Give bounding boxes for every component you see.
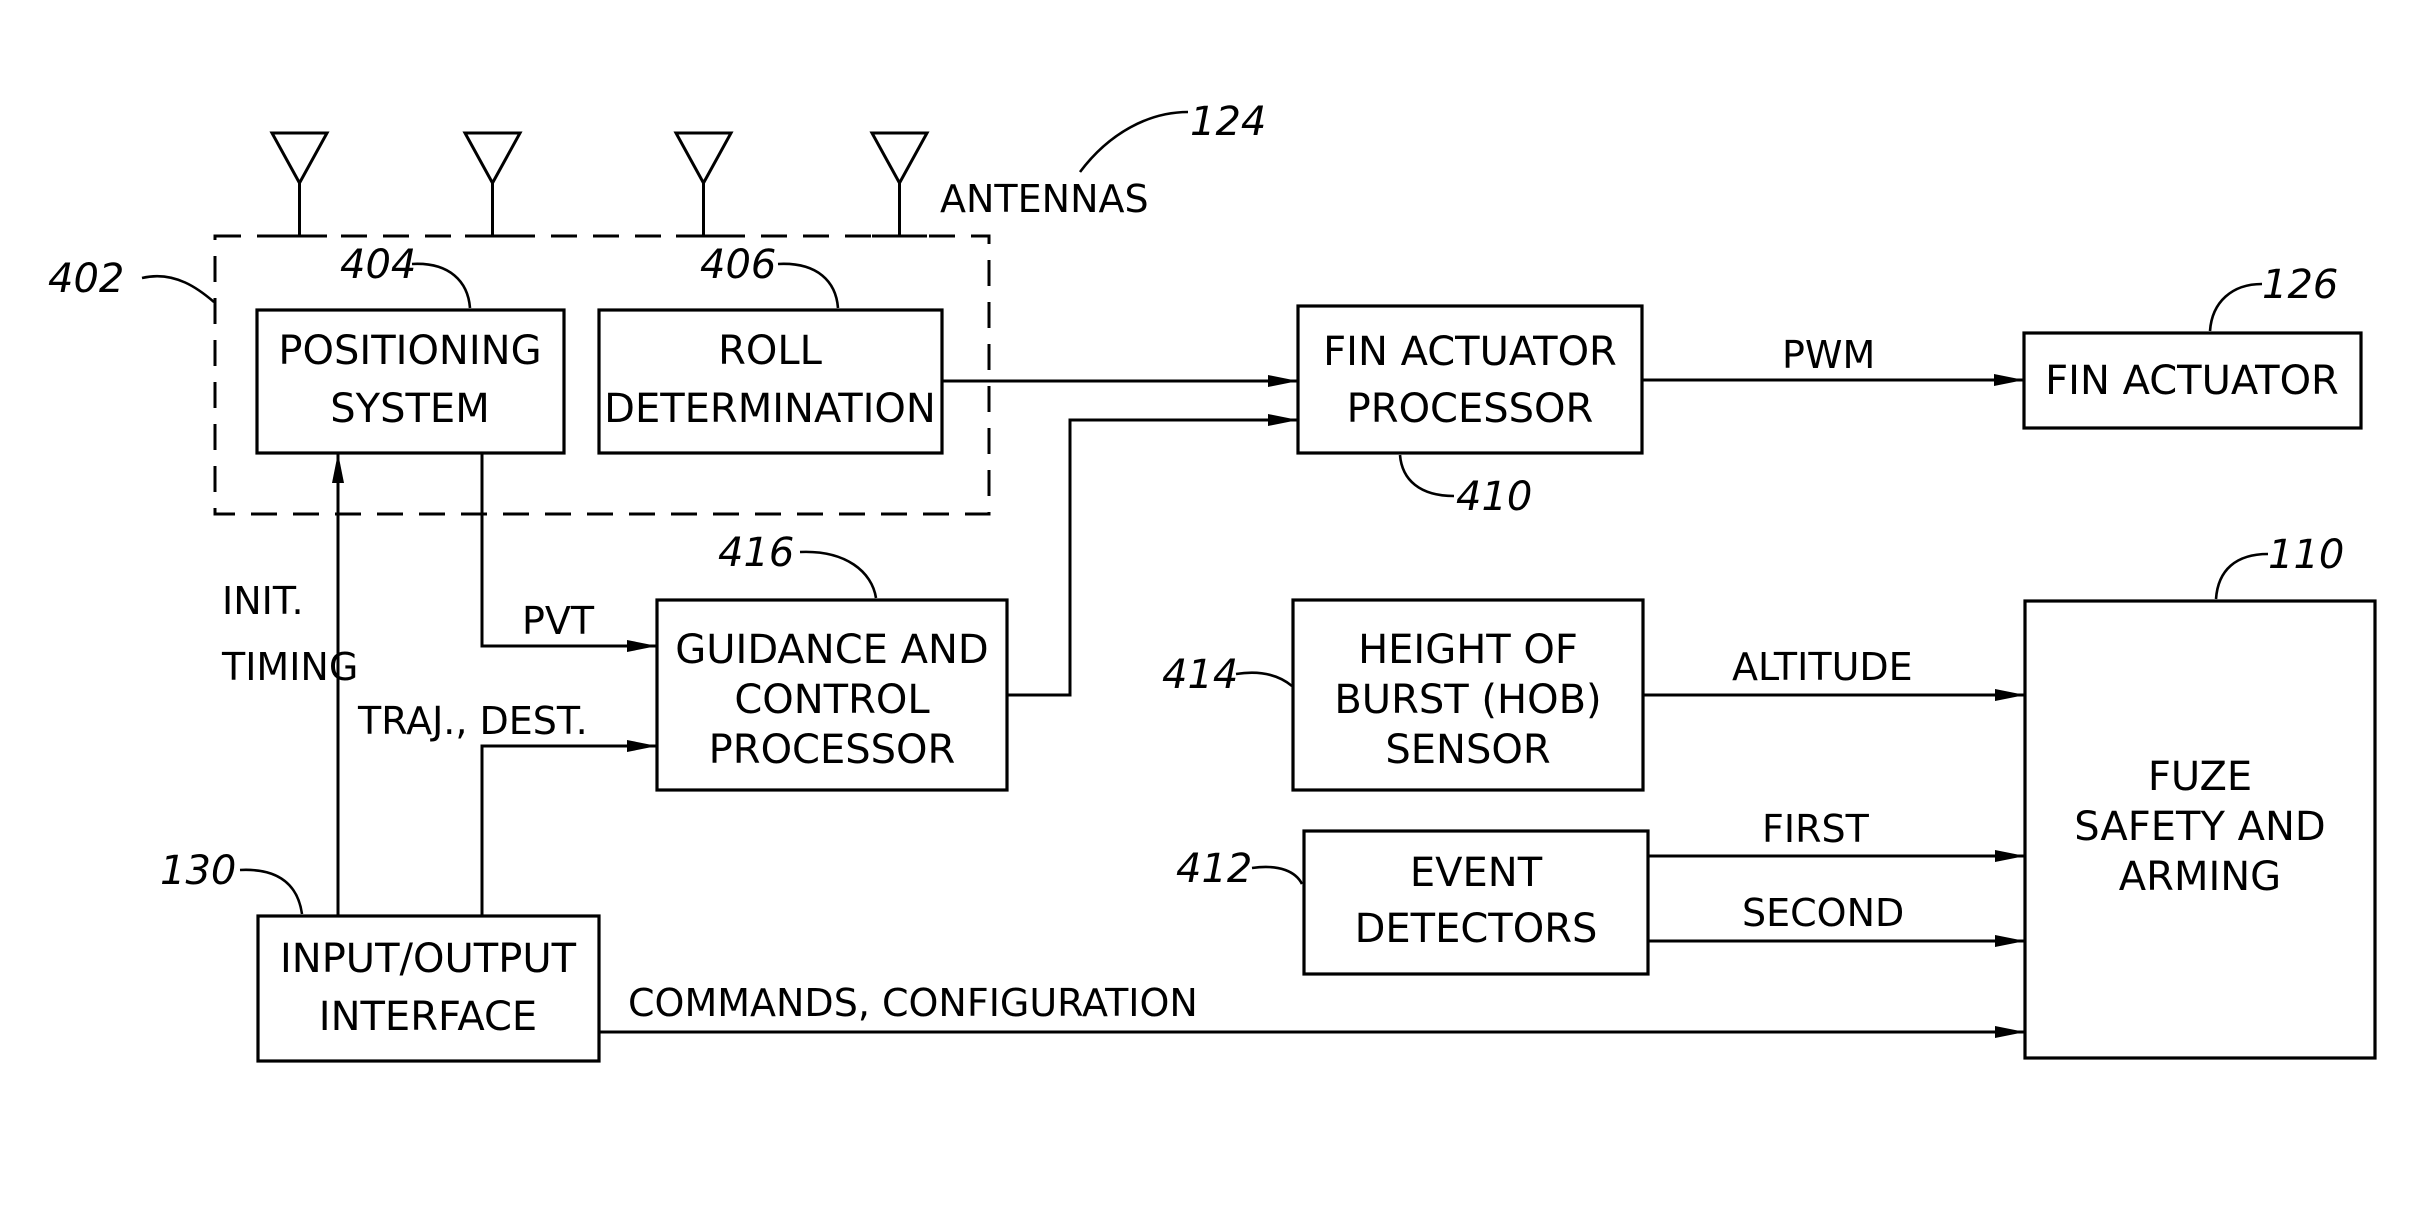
init-timing-label-1: INIT. [222,579,304,623]
ref-130-leader [240,870,302,914]
event-detectors-label-2: DETECTORS [1355,906,1598,952]
ref-402: 402 [48,256,124,302]
ref-412: 412 [1176,846,1252,892]
commands-label: COMMANDS, CONFIGURATION [628,981,1198,1025]
traj-dest-arrow [482,746,657,916]
ref-126: 126 [2262,262,2338,308]
positioning-system-label-2: SYSTEM [330,386,489,432]
io-label-1: INPUT/OUTPUT [280,936,577,982]
ref-406-leader [778,264,838,308]
ref-antennas: 124 [1190,99,1266,145]
antenna-4 [872,133,927,236]
fuze-label-1: FUZE [2148,754,2252,800]
hob-label-3: SENSOR [1385,727,1550,773]
io-label-2: INTERFACE [319,994,537,1040]
antenna-3 [676,133,731,236]
positioning-system-label-1: POSITIONING [278,328,541,374]
init-timing-label-2: TIMING [221,645,358,689]
fuze-label-2: SAFETY AND [2074,804,2325,850]
roll-determination-label-2: DETERMINATION [604,386,936,432]
ref-404: 404 [340,242,416,288]
guidance-label-3: PROCESSOR [709,727,956,773]
ref-410: 410 [1456,474,1532,520]
altitude-label: ALTITUDE [1732,645,1913,689]
ref-130: 130 [160,848,236,894]
antenna-2 [465,133,520,236]
second-label: SECOND [1742,891,1904,935]
fin-actuator-processor-label-2: PROCESSOR [1347,386,1594,432]
guidance-to-fin-processor-arrow [1007,420,1298,695]
ref-414: 414 [1162,652,1238,698]
fin-actuator-processor-label-1: FIN ACTUATOR [1323,329,1617,375]
ref-antennas-leader [1080,112,1188,172]
first-label: FIRST [1762,807,1870,851]
antennas-label: ANTENNAS [940,177,1149,221]
pvt-label: PVT [522,599,595,643]
ref-402-leader [142,276,214,302]
ref-416: 416 [718,530,794,576]
guidance-label-2: CONTROL [734,677,930,723]
pwm-label: PWM [1782,333,1875,377]
hob-label-2: BURST (HOB) [1334,677,1601,723]
ref-126-leader [2210,284,2262,331]
ref-410-leader [1400,455,1454,496]
antenna-array [272,133,927,236]
traj-dest-label: TRAJ., DEST. [357,699,588,743]
fin-actuator-label: FIN ACTUATOR [2045,358,2339,404]
ref-414-leader [1236,673,1292,686]
ref-406: 406 [700,242,776,288]
antenna-1 [272,133,327,236]
ref-412-leader [1252,867,1302,884]
ref-110-leader [2216,554,2268,599]
ref-404-leader [412,264,470,308]
roll-determination-label-1: ROLL [718,328,823,374]
hob-label-1: HEIGHT OF [1358,627,1578,673]
event-detectors-label-1: EVENT [1410,850,1543,896]
ref-110: 110 [2268,532,2344,578]
fuze-label-3: ARMING [2119,854,2281,900]
ref-416-leader [800,552,876,598]
guidance-label-1: GUIDANCE AND [675,627,988,673]
